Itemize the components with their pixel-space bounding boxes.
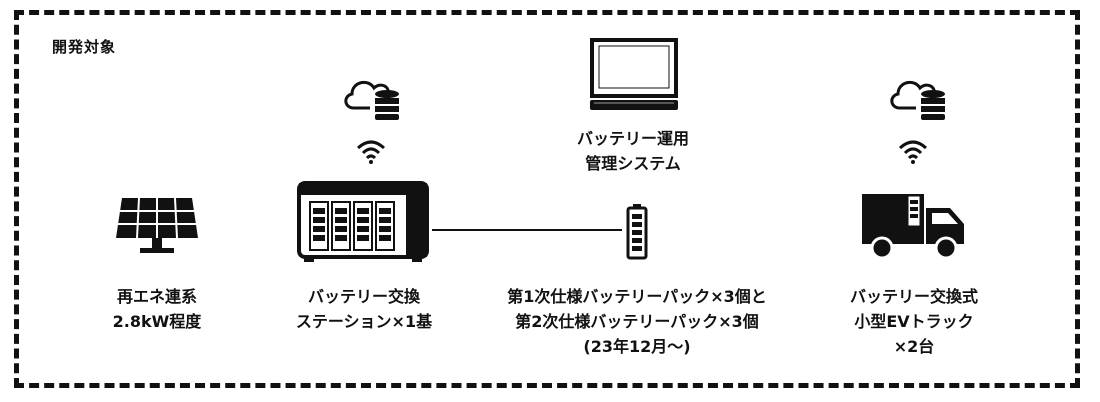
cloud-database-icon [340,72,406,122]
solar-label: 再エネ連系 2.8kW程度 [82,284,232,334]
battery-pack-label-line2: 第2次仕様バッテリーパック×3個 [515,312,759,331]
battery-pack-label: 第1次仕様バッテリーパック×3個と 第2次仕様バッテリーパック×3個 (23年1… [460,284,814,359]
monitor-label-line1: バッテリー運用 [576,129,689,148]
wifi-icon [898,138,928,164]
ev-truck-icon [858,186,970,262]
truck-label: バッテリー交換式 小型EVトラック ×2台 [818,284,1010,359]
scope-label: 開発対象 [52,38,117,56]
station-label-line2: ステーション×1基 [295,312,433,331]
battery-station-icon [296,180,432,264]
connection-line [432,229,622,231]
truck-label-line1: バッテリー交換式 [849,287,978,306]
monitor-label: バッテリー運用 管理システム [548,126,718,176]
station-label: バッテリー交換 ステーション×1基 [276,284,452,334]
monitor-icon [588,38,680,114]
battery-pack-label-line3: (23年12月〜) [583,337,691,356]
development-scope-frame [14,10,1080,388]
cloud-database-icon [886,72,952,122]
solar-panel-icon [114,196,200,256]
battery-pack-icon [626,204,648,260]
solar-label-line1: 再エネ連系 [116,287,197,306]
wifi-icon [356,138,386,164]
station-label-line1: バッテリー交換 [307,287,420,306]
solar-label-line2: 2.8kW程度 [112,312,202,331]
battery-pack-label-line1: 第1次仕様バッテリーパック×3個と [507,287,767,306]
truck-label-line3: ×2台 [893,337,935,356]
monitor-label-line2: 管理システム [585,154,681,173]
truck-label-line2: 小型EVトラック [854,312,974,331]
